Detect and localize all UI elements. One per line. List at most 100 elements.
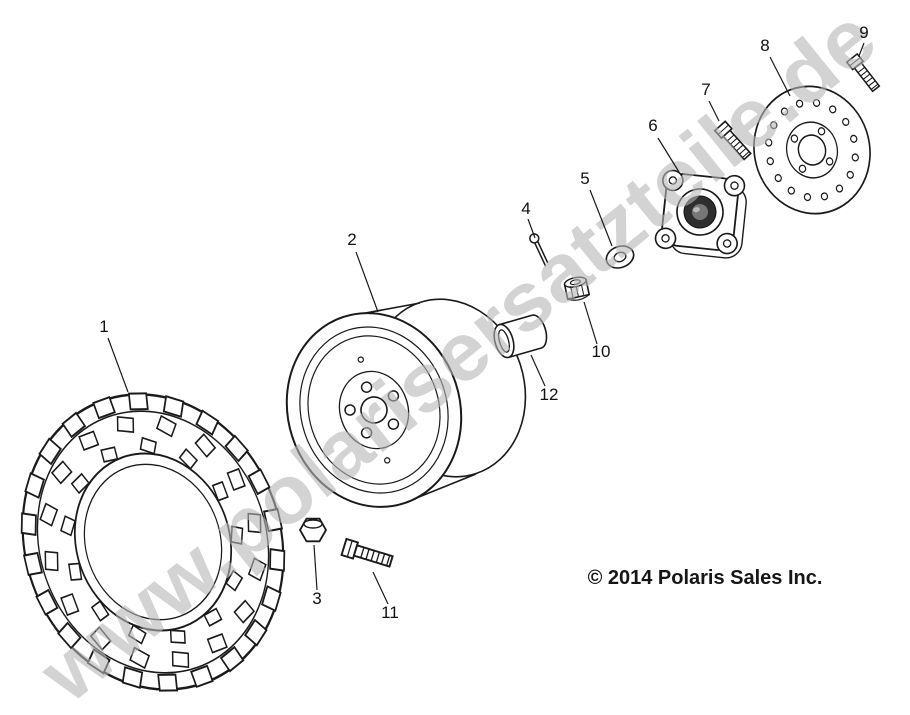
tread-knob <box>155 414 177 438</box>
tread-edge-block <box>24 471 46 499</box>
tread-knob <box>39 502 59 527</box>
rim-valve-hole <box>357 356 364 363</box>
rim-lug-hole <box>360 427 373 439</box>
lug-nut-drawing <box>298 517 328 543</box>
leader-line-6 <box>657 137 680 173</box>
tread-knob <box>70 472 90 495</box>
leader-line-12 <box>530 354 546 387</box>
tread-edge-block <box>247 468 271 496</box>
wheel-bolt-drawing <box>340 538 395 571</box>
disc-vent-hole <box>795 99 804 108</box>
disc-vent-hole <box>780 107 789 116</box>
disc-center-bore <box>797 134 827 166</box>
tread-knob <box>211 480 229 502</box>
leader-line-2 <box>355 251 379 313</box>
castle-nut-drawing <box>563 276 591 301</box>
tread-edge-block <box>22 551 43 577</box>
leader-line-9 <box>858 42 865 57</box>
leader-line-4 <box>527 218 536 239</box>
tread-edge-block <box>121 666 144 689</box>
callout-1: 1 <box>99 317 108 336</box>
disc-vent-hole <box>846 170 854 179</box>
spacer-drawing <box>493 314 548 359</box>
rim-bead-line <box>307 335 441 485</box>
wheel-hub-drawing <box>654 169 747 259</box>
hub-stud-hole <box>722 239 732 248</box>
tread-knob <box>247 512 262 534</box>
rim-center-bore <box>360 396 388 424</box>
tread-knob <box>89 626 112 651</box>
disc-mount-hole <box>817 127 826 136</box>
leader-line-8 <box>769 56 791 97</box>
rim-center-recess <box>338 370 410 450</box>
tire-bead-inner <box>83 463 223 621</box>
tread-edge-block <box>263 507 284 533</box>
rim-lug-hole <box>387 390 400 402</box>
disc-vent-hole <box>842 117 850 126</box>
tire-tread-blocks <box>20 392 286 692</box>
disc-vent-hole <box>774 174 782 183</box>
leader-line-3 <box>313 544 318 591</box>
tread-knob <box>68 562 83 581</box>
callout-4: 4 <box>521 199 530 218</box>
disc-vent-hole <box>766 157 774 166</box>
rim-lug-holes <box>344 381 400 439</box>
tread-edge-block <box>157 673 179 692</box>
tread-knob <box>100 446 119 463</box>
tread-knob <box>247 557 267 582</box>
tread-knob <box>226 467 246 492</box>
tire-tread-inner-line <box>36 410 270 674</box>
disc-mount-hole <box>798 164 807 173</box>
tread-knob <box>129 646 151 670</box>
callout-10: 10 <box>592 342 611 361</box>
disc-mount-holes <box>790 127 834 173</box>
tread-edge-block <box>260 585 282 613</box>
callout-8: 8 <box>760 36 769 55</box>
tread-edge-block <box>127 392 149 411</box>
callout-3: 3 <box>312 589 321 608</box>
copyright-text: © 2014 Polaris Sales Inc. <box>588 567 823 589</box>
tread-edge-block <box>20 512 37 536</box>
hub-stud-hole <box>730 181 739 190</box>
disc-vent-hole <box>787 186 795 195</box>
tread-knob <box>139 436 157 455</box>
cotter-pin-drawing <box>529 233 549 267</box>
tread-edge-block <box>224 434 249 463</box>
tread-edge-block <box>219 645 245 673</box>
callout-7: 7 <box>701 80 710 99</box>
tread-edge-block <box>86 648 111 675</box>
tread-edge-block <box>35 588 59 616</box>
tire-drawing <box>20 392 286 692</box>
disc-mount-hole <box>790 134 799 143</box>
leader-line-11 <box>372 571 389 605</box>
tread-knob <box>206 632 228 654</box>
tread-edge-block <box>162 395 185 418</box>
leader-line-10 <box>583 301 598 345</box>
tread-knob <box>44 550 59 572</box>
hub-lug-ears <box>654 169 746 255</box>
disc-vent-hole <box>851 153 859 162</box>
tread-knob <box>194 433 217 458</box>
rim-lug-hole <box>360 381 373 393</box>
tread-knob <box>178 448 199 470</box>
tread-edge-block <box>57 621 82 650</box>
disc-vent-hole <box>812 98 821 107</box>
disc-vent-holes <box>765 98 859 202</box>
rim-lug-hole <box>344 404 356 416</box>
tread-knob <box>60 592 80 617</box>
wheel-rim-drawing <box>285 312 463 508</box>
hub-stud-hole <box>661 234 670 243</box>
tread-knob <box>225 569 244 592</box>
tread-knob <box>78 430 100 452</box>
rim-small-hole <box>384 457 391 464</box>
callout-12: 12 <box>540 385 559 404</box>
tread-edge-block <box>190 664 214 689</box>
tread-knob <box>127 624 147 645</box>
leader-line-5 <box>589 189 613 247</box>
disc-vent-hole <box>850 134 858 143</box>
tread-edge-block <box>244 618 268 647</box>
tread-edge-block <box>61 411 87 439</box>
tread-knob <box>50 460 73 485</box>
disc-vent-hole <box>765 138 773 147</box>
